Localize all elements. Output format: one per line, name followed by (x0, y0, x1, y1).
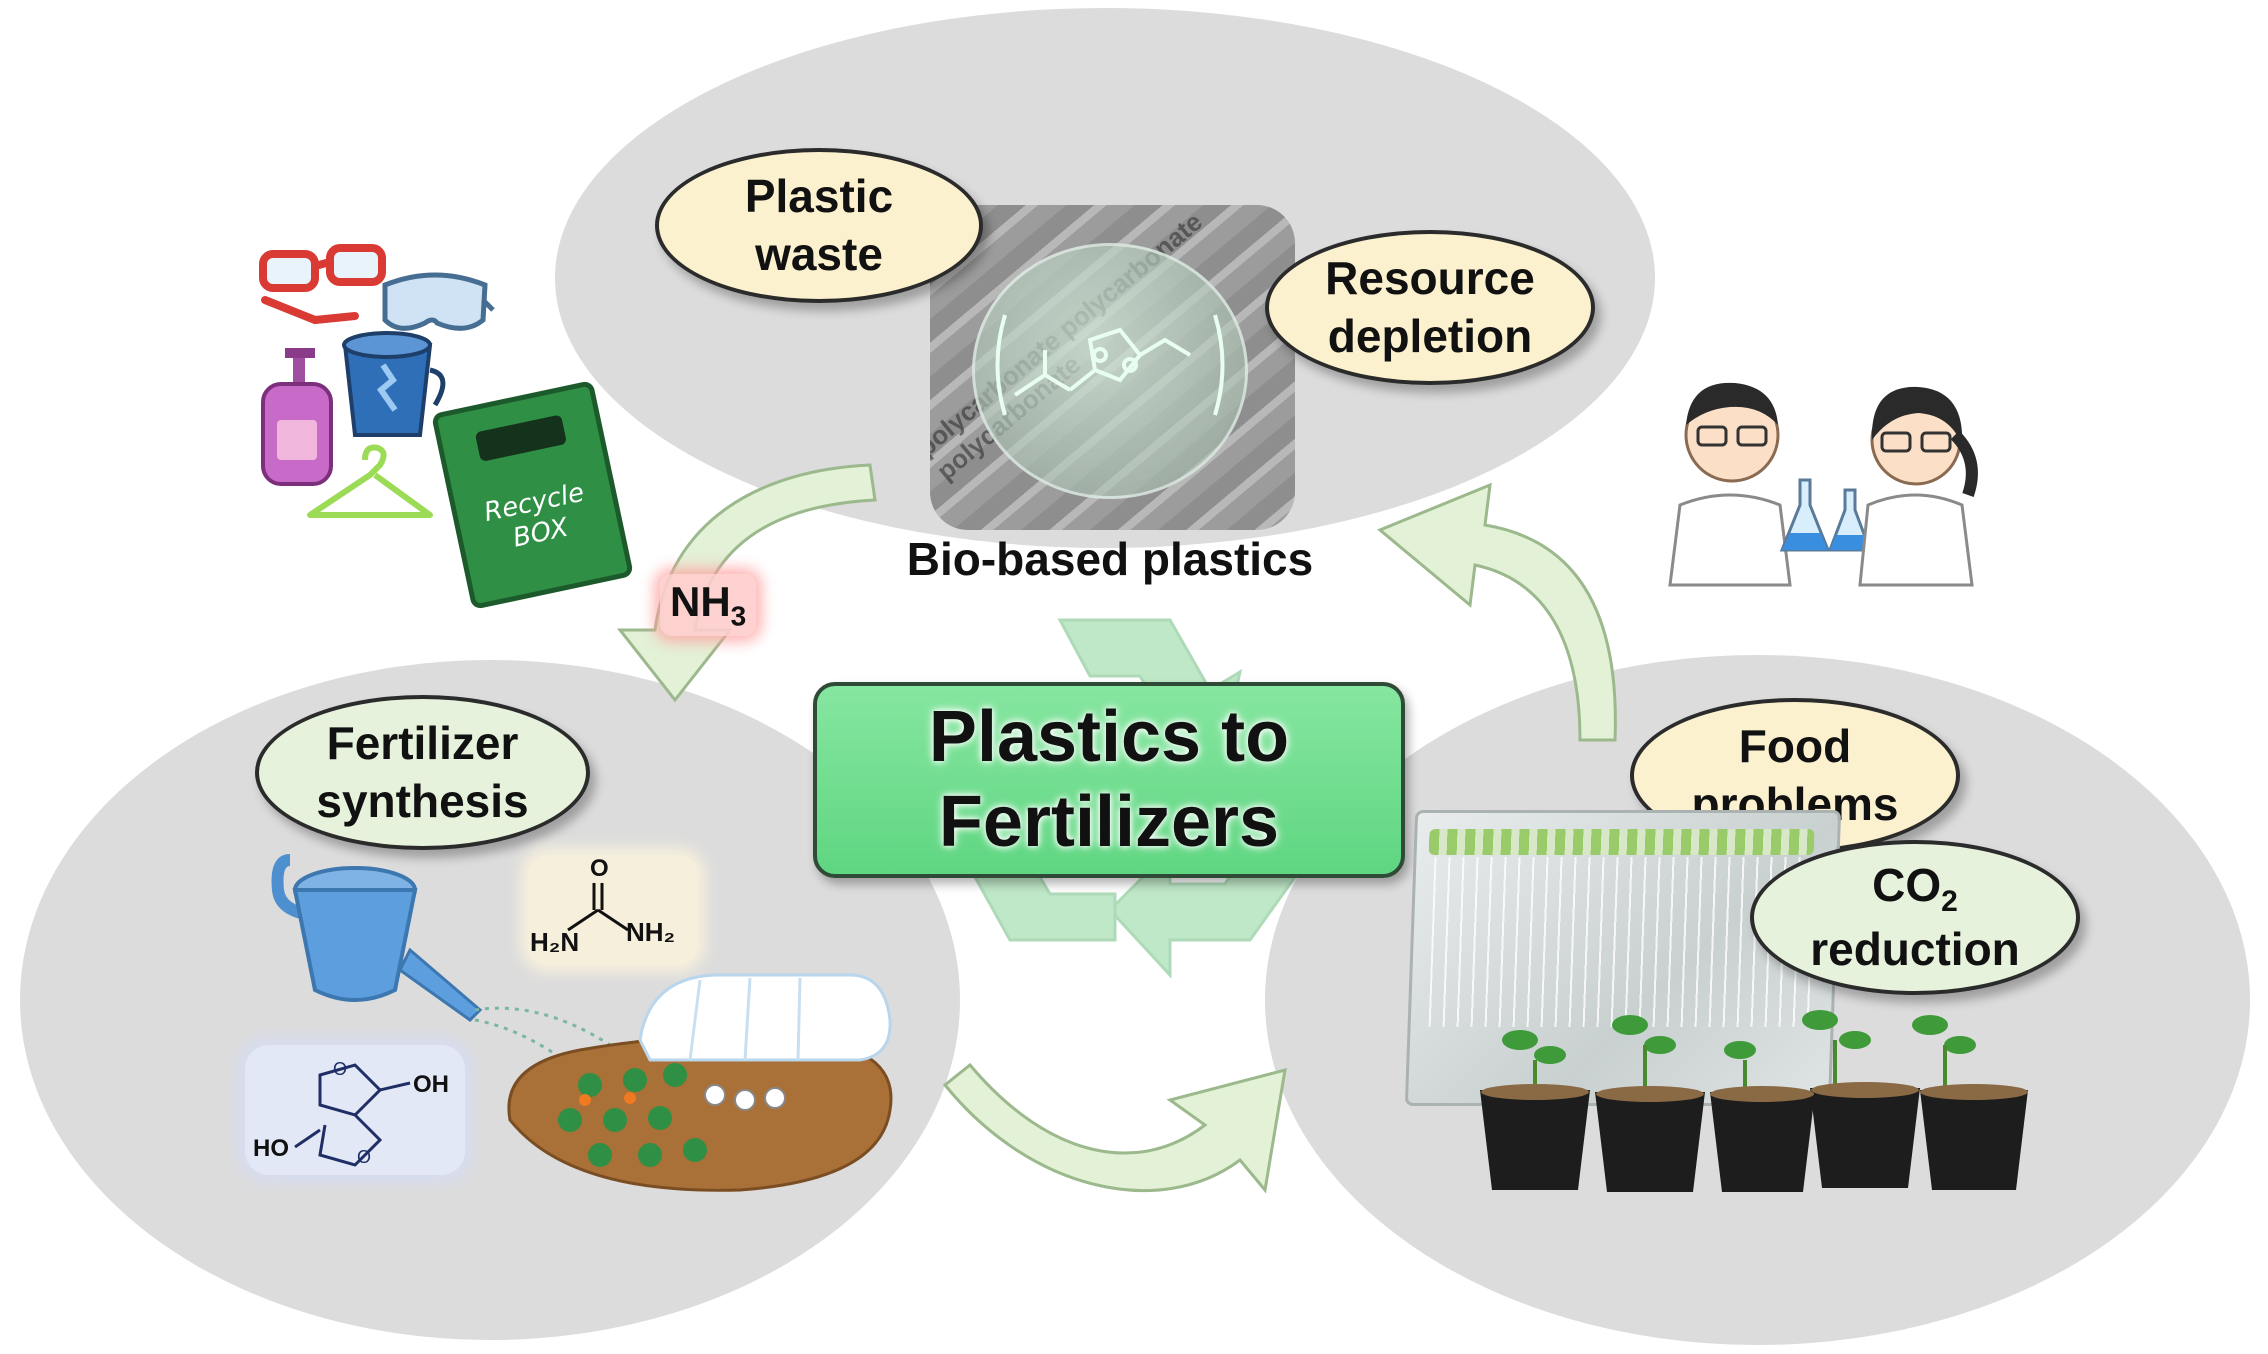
glasses-icon (259, 244, 386, 325)
plastics-to-fertilizers-title-box: Plastics to Fertilizers (813, 682, 1405, 878)
isosorbide-ho-bottom: HO (253, 1135, 289, 1162)
clothes-hanger-icon (307, 444, 433, 518)
fertilizer-synthesis-label: Fertilizer synthesis (316, 717, 529, 827)
bucket-icon (342, 331, 446, 437)
resource-depletion-label: Resource depletion (1325, 252, 1535, 362)
urea-nh2-right: NH₂ (626, 917, 676, 947)
recycle-box-icon: Recycle BOX (431, 380, 634, 610)
petri-dish (972, 243, 1248, 499)
svg-text:O: O (357, 1147, 371, 1167)
farm-field-icon (507, 973, 893, 1192)
co2-reduction-label: CO2 reduction (1810, 857, 2020, 978)
nh3-subscript: 3 (730, 600, 747, 632)
bioplastic-sample-image: polycarbonate polycarbonate polycarbonat… (930, 205, 1295, 530)
isosorbide-polycarbonate-structure-icon (995, 314, 1225, 416)
arrow-fertilizer-to-crops (942, 1062, 1287, 1194)
recycle-box-label: Recycle BOX (481, 477, 587, 554)
svg-text:O: O (333, 1059, 347, 1079)
urea-nh2-left: H₂N (530, 927, 580, 957)
co2-reduction-bubble: CO2 reduction (1750, 840, 2080, 995)
resource-depletion-bubble: Resource depletion (1265, 230, 1595, 385)
arrow-research-to-bioplastics (1377, 482, 1617, 742)
plastic-waste-bubble: Plastic waste (655, 148, 983, 303)
co2-subscript: 2 (1941, 885, 1958, 919)
nh3-label: NH3 (660, 574, 757, 637)
nh3-base: NH (670, 578, 731, 625)
plastic-waste-label: Plastic waste (744, 170, 894, 280)
arrow-waste-to-fertilizer (616, 463, 877, 703)
isosorbide-structure-icon: O O OH HO (245, 1045, 465, 1175)
watering-can-icon (271, 854, 483, 1022)
water-spray-icon (474, 1006, 611, 1082)
fertilizer-synthesis-bubble: Fertilizer synthesis (255, 695, 590, 850)
co2-prefix: CO (1872, 858, 1942, 911)
safety-goggles-icon (382, 272, 495, 331)
plastics-to-fertilizers-title: Plastics to Fertilizers (928, 697, 1290, 862)
co2-suffix: reduction (1810, 922, 2020, 975)
bio-based-plastics-label: Bio-based plastics (906, 533, 1314, 585)
urea-oxygen: O (590, 855, 609, 882)
isosorbide-oh-top: OH (413, 1071, 449, 1098)
scientists-illustration-icon (1668, 382, 1978, 587)
pump-bottle-icon (261, 348, 333, 486)
potted-plants-image (1480, 1010, 2028, 1192)
urea-structure-icon: O H₂N NH₂ (528, 855, 698, 965)
